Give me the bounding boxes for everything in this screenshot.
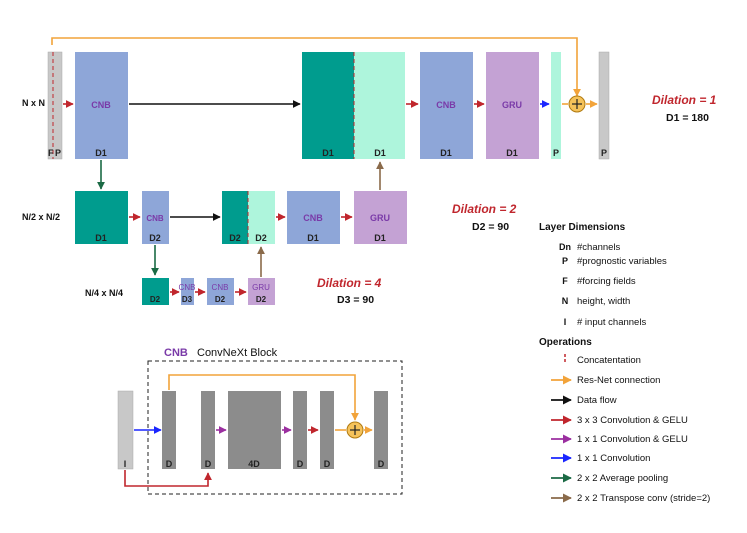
level3-resolution-label: N/4 x N/4 — [85, 288, 123, 298]
level1-gru-block — [486, 52, 539, 159]
level2-concat-right-dim: D2 — [255, 233, 267, 243]
level1-gru-label: GRU — [502, 100, 522, 110]
convnext-dim-2: D — [205, 459, 212, 469]
level2-pool-block — [75, 191, 128, 244]
level1-resnet-connection — [51, 37, 581, 97]
legend-dim-text-4: # input channels — [577, 317, 646, 328]
legend-dim-text-0: #channels — [577, 242, 621, 253]
convnext-resnet-connection — [168, 374, 359, 421]
convnext-dashed-frame — [147, 360, 403, 495]
level2-cnb-dim: D2 — [149, 233, 161, 243]
level1-projection-block — [551, 52, 561, 159]
convnext-input-block — [117, 390, 134, 470]
convnext-abbr: CNB — [164, 347, 188, 359]
level1-projection-dim: P — [553, 148, 559, 158]
level2-cnb2-dim: D1 — [307, 233, 319, 243]
level2-cnb2-block — [287, 191, 340, 244]
legend-dim-symbol-2: F — [562, 276, 568, 286]
level1-cnb-block — [75, 52, 128, 159]
legend-op-text-6: 2 x 2 Average pooling — [577, 473, 668, 484]
convnext-dim-4: D — [324, 459, 331, 469]
level3-gru-dim: D2 — [256, 295, 267, 304]
legend-op-text-4: 1 x 1 Convolution & GELU — [577, 434, 688, 445]
convnext-dim-out: D — [378, 459, 385, 469]
level1-cnb2-block — [420, 52, 473, 159]
level1-d-value: D1 = 180 — [666, 112, 709, 124]
legend-dim-symbol-3: N — [562, 296, 569, 306]
level2-gru-dim: D1 — [374, 233, 386, 243]
level2-cnb2-label: CNB — [303, 213, 323, 223]
legend-dim-text-1: #prognostic variables — [577, 256, 667, 267]
level1-concat-right-dim: D1 — [374, 148, 386, 158]
level1-resolution-label: N x N — [22, 98, 45, 108]
legend-dimensions-title: Layer Dimensions — [539, 222, 626, 233]
legend-dim-text-3: height, width — [577, 296, 630, 307]
level1-concat-right-block — [354, 52, 405, 159]
level1-dilation: Dilation = 1 — [652, 93, 717, 107]
legend-op-text-0: Concatentation — [577, 355, 641, 366]
level2-resolution-label: N/2 x N/2 — [22, 212, 60, 222]
level1-output-block — [598, 51, 610, 160]
level1-concat-left-dim: D1 — [322, 148, 334, 158]
input-f-label: F — [48, 148, 54, 158]
level2-d-value: D2 = 90 — [472, 221, 509, 233]
level1-output-dim: P — [601, 148, 607, 158]
level1-cnb-label: CNB — [91, 100, 111, 110]
level3-cnb-dim: D3 — [182, 295, 193, 304]
input-p-label: P — [55, 148, 61, 158]
level2-cnb-label: CNB — [146, 214, 164, 223]
level2-dilation: Dilation = 2 — [452, 202, 517, 216]
level1-gru-dim: D1 — [506, 148, 518, 158]
level2-concat-left-dim: D2 — [229, 233, 241, 243]
level3-dilation: Dilation = 4 — [317, 276, 382, 290]
convnext-block-4 — [320, 391, 334, 469]
legend-op-text-3: 3 x 3 Convolution & GELU — [577, 415, 688, 426]
level3-gru-block — [248, 278, 275, 305]
level1-cnb2-label: CNB — [436, 100, 456, 110]
level3-pool-dim: D2 — [150, 295, 161, 304]
legend-dim-symbol-0: Dn — [559, 242, 571, 252]
convnext-input-dim: I — [124, 459, 127, 469]
level3-cnb2-block — [207, 278, 234, 305]
legend-operations-title: Operations — [539, 337, 592, 348]
convnext-conv-bypass-arrow — [124, 470, 212, 487]
input-fp-block — [47, 51, 63, 160]
level3-cnb2-label: CNB — [212, 283, 229, 292]
level1-cnb2-dim: D1 — [440, 148, 452, 158]
convnext-block-4d — [228, 391, 281, 469]
convnext-dim-4d: 4D — [248, 459, 260, 469]
level2-gru-block — [354, 191, 407, 244]
convnext-title: ConvNeXt Block — [197, 347, 278, 359]
legend-dim-text-2: #forcing fields — [577, 276, 636, 287]
legend-dim-symbol-4: I — [564, 317, 567, 327]
level2-gru-label: GRU — [370, 213, 390, 223]
level2-concat-left-block — [222, 191, 248, 244]
level1-cnb-dim: D1 — [95, 148, 107, 158]
convnext-block-2 — [201, 391, 215, 469]
level3-d-value: D3 = 90 — [337, 294, 374, 306]
legend-op-text-7: 2 x 2 Transpose conv (stride=2) — [577, 493, 710, 504]
legend-dim-symbol-1: P — [562, 256, 568, 266]
level2-cnb-block — [142, 191, 169, 244]
convnext-block-out — [374, 391, 388, 469]
convnext-block-1 — [162, 391, 176, 469]
legend-op-text-2: Data flow — [577, 395, 617, 406]
level3-gru-label: GRU — [252, 283, 270, 292]
level1-concat-left-block — [302, 52, 354, 159]
convnext-dim-3: D — [297, 459, 304, 469]
level3-cnb-block — [181, 278, 194, 305]
convnext-block-3 — [293, 391, 307, 469]
legend-op-text-1: Res-Net connection — [577, 375, 660, 386]
level3-pool-block — [142, 278, 169, 305]
level2-concat-right-block — [248, 191, 275, 244]
convnext-dim-1: D — [166, 459, 173, 469]
level2-pool-dim: D1 — [95, 233, 107, 243]
legend-op-text-5: 1 x 1 Convolution — [577, 453, 650, 464]
level3-cnb-label: CNB — [179, 283, 196, 292]
level3-cnb2-dim: D2 — [215, 295, 226, 304]
